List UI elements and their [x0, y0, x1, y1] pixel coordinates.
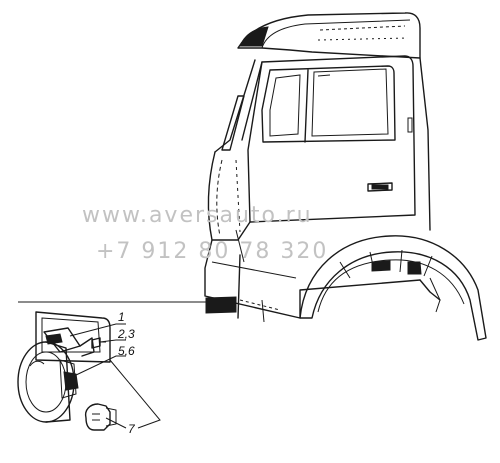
lamp-housing	[17, 341, 79, 423]
watermark-site: www.aversauto.ru	[82, 203, 313, 228]
leader-2-3	[99, 339, 126, 343]
door-outline	[247, 55, 416, 223]
a-pillar	[214, 59, 256, 153]
lower-body-panel	[204, 239, 421, 319]
callout-5-6: 5,6	[118, 344, 135, 358]
mirror-arm	[221, 95, 245, 151]
leader-7	[105, 417, 127, 429]
lamp-assembly	[17, 311, 117, 431]
lamp-bulb	[84, 403, 117, 431]
callout-1: 1	[118, 310, 125, 324]
lamp-bracket	[35, 311, 111, 363]
detail-bracket-line	[109, 359, 161, 429]
leader-5-6	[73, 355, 126, 377]
cab-lamp-location	[205, 296, 237, 314]
cab-rear-edge	[419, 57, 431, 231]
door-window	[261, 65, 396, 143]
door-handle	[367, 182, 393, 192]
wheel-arch-fender	[299, 235, 487, 341]
watermark-phone: +7 912 80 78 320	[96, 239, 328, 264]
leader-1	[69, 323, 126, 337]
callout-lines	[69, 323, 161, 429]
truck-cab	[204, 12, 487, 341]
callout-7: 7	[128, 422, 136, 436]
callout-2-3: 2,3	[117, 327, 135, 341]
